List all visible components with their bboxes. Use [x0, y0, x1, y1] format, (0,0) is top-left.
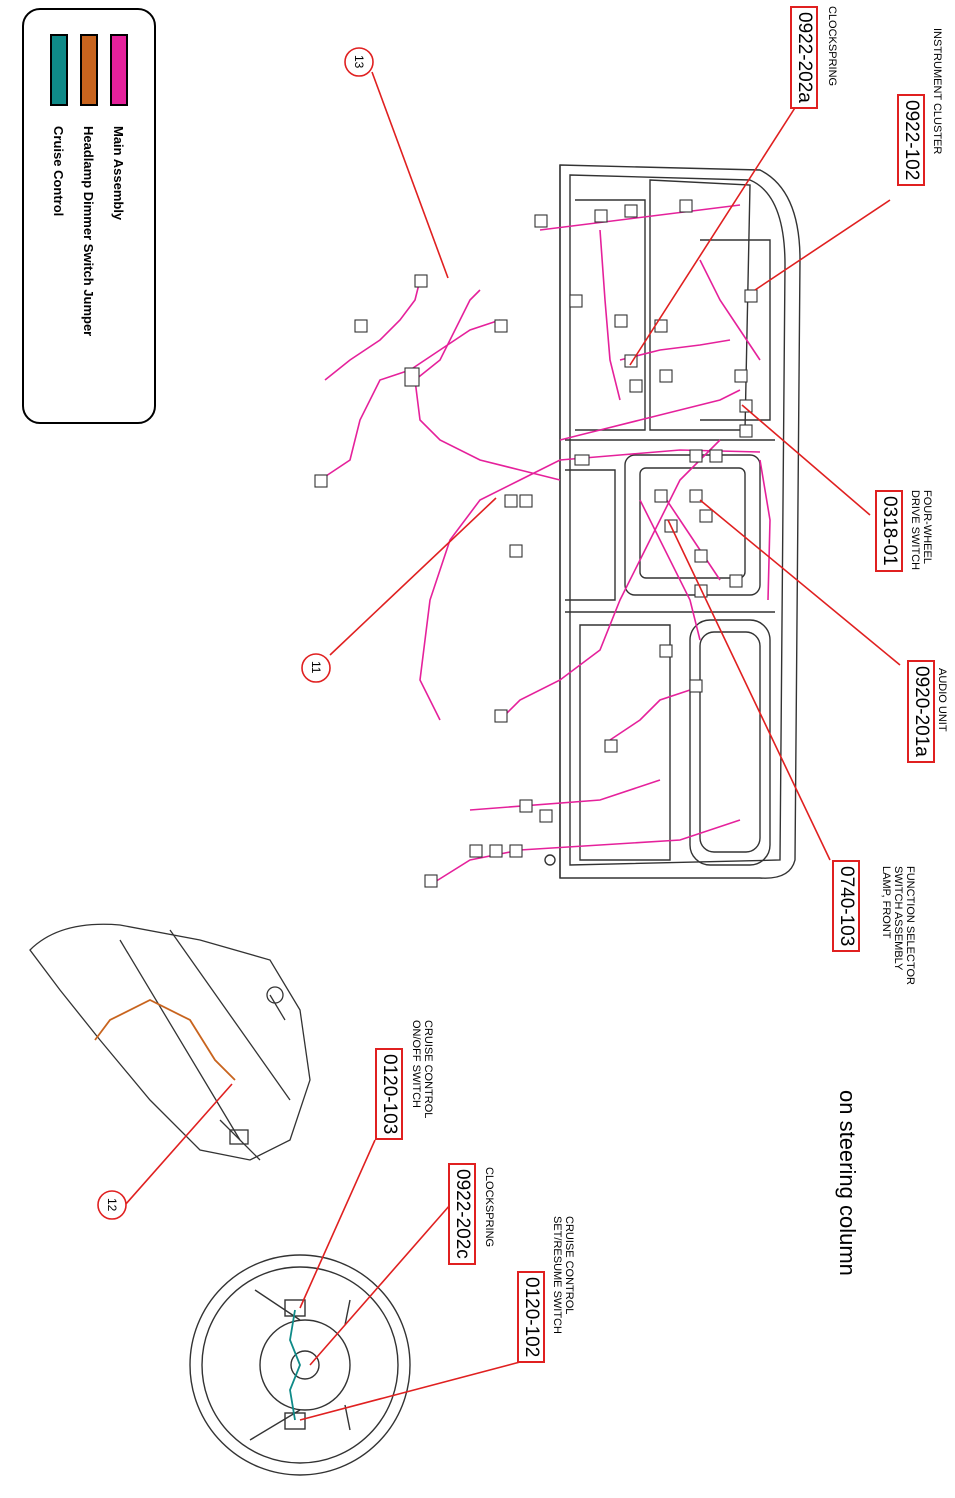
steering-column-sketch: [29, 923, 311, 1161]
clockspring-c-label: CLOCKSPRING: [483, 1167, 495, 1248]
cruise-setresume-label-1: CRUISE CONTROL: [563, 1216, 575, 1315]
four-wheel-drive-label-2: DRIVE SWITCH: [909, 490, 921, 571]
audio-unit-label: AUDIO UNIT: [936, 668, 948, 732]
code-0740-103: 0740-103: [832, 860, 860, 953]
code-0922-202a: 0922-202a: [790, 6, 818, 109]
main-assembly-harness: [319, 204, 771, 886]
leader-lines: [124, 71, 901, 1421]
steering-column-note: on steering column: [835, 1090, 860, 1276]
function-selector-label-1: FUNCTION SELECTOR: [904, 866, 916, 985]
legend-swatch-headlamp-dimmer: [80, 34, 98, 106]
legend-label-main-assembly: Main Assembly: [111, 126, 126, 221]
code-0120-102: 0120-102: [517, 1271, 545, 1364]
code-0920-201a: 0920-201a: [907, 660, 935, 763]
legend-label-cruise-control: Cruise Control: [51, 126, 66, 217]
cruise-setresume-label-2: SET/RESUME SWITCH: [551, 1216, 563, 1334]
legend: [22, 8, 156, 424]
legend-swatch-main-assembly: [110, 34, 128, 106]
code-0318-01: 0318-01: [875, 490, 903, 572]
cruise-onoff-label-1: CRUISE CONTROL: [422, 1020, 434, 1119]
headlamp-dimmer-jumper-harness: [94, 998, 236, 1081]
legend-label-headlamp-dimmer: Headlamp Dimmer Switch Jumper: [81, 126, 96, 337]
cruise-onoff-label-2: ON/OFF SWITCH: [410, 1020, 422, 1108]
code-0120-103: 0120-103: [375, 1048, 403, 1141]
instrument-cluster-label: INSTRUMENT CLUSTER: [931, 28, 943, 155]
function-selector-label-2: SWITCH ASSEMBLY: [892, 866, 904, 971]
legend-swatch-cruise-control: [50, 34, 68, 106]
code-0922-202c: 0922-202c: [448, 1163, 476, 1265]
callout-circles: [97, 47, 374, 1220]
clockspring-label: CLOCKSPRING: [826, 6, 838, 87]
cruise-control-harness: [289, 1309, 301, 1421]
code-0922-102: 0922-102: [897, 94, 925, 187]
harness-connectors: [314, 199, 758, 888]
callout-11: 11: [309, 661, 323, 674]
callout-12: 12: [105, 1198, 119, 1212]
callout-13: 13: [352, 55, 366, 69]
function-selector-label-3: LAMP, FRONT: [880, 866, 892, 939]
four-wheel-drive-label-1: FOUR-WHEEL: [921, 490, 933, 564]
steering-wheel: [189, 1254, 411, 1476]
